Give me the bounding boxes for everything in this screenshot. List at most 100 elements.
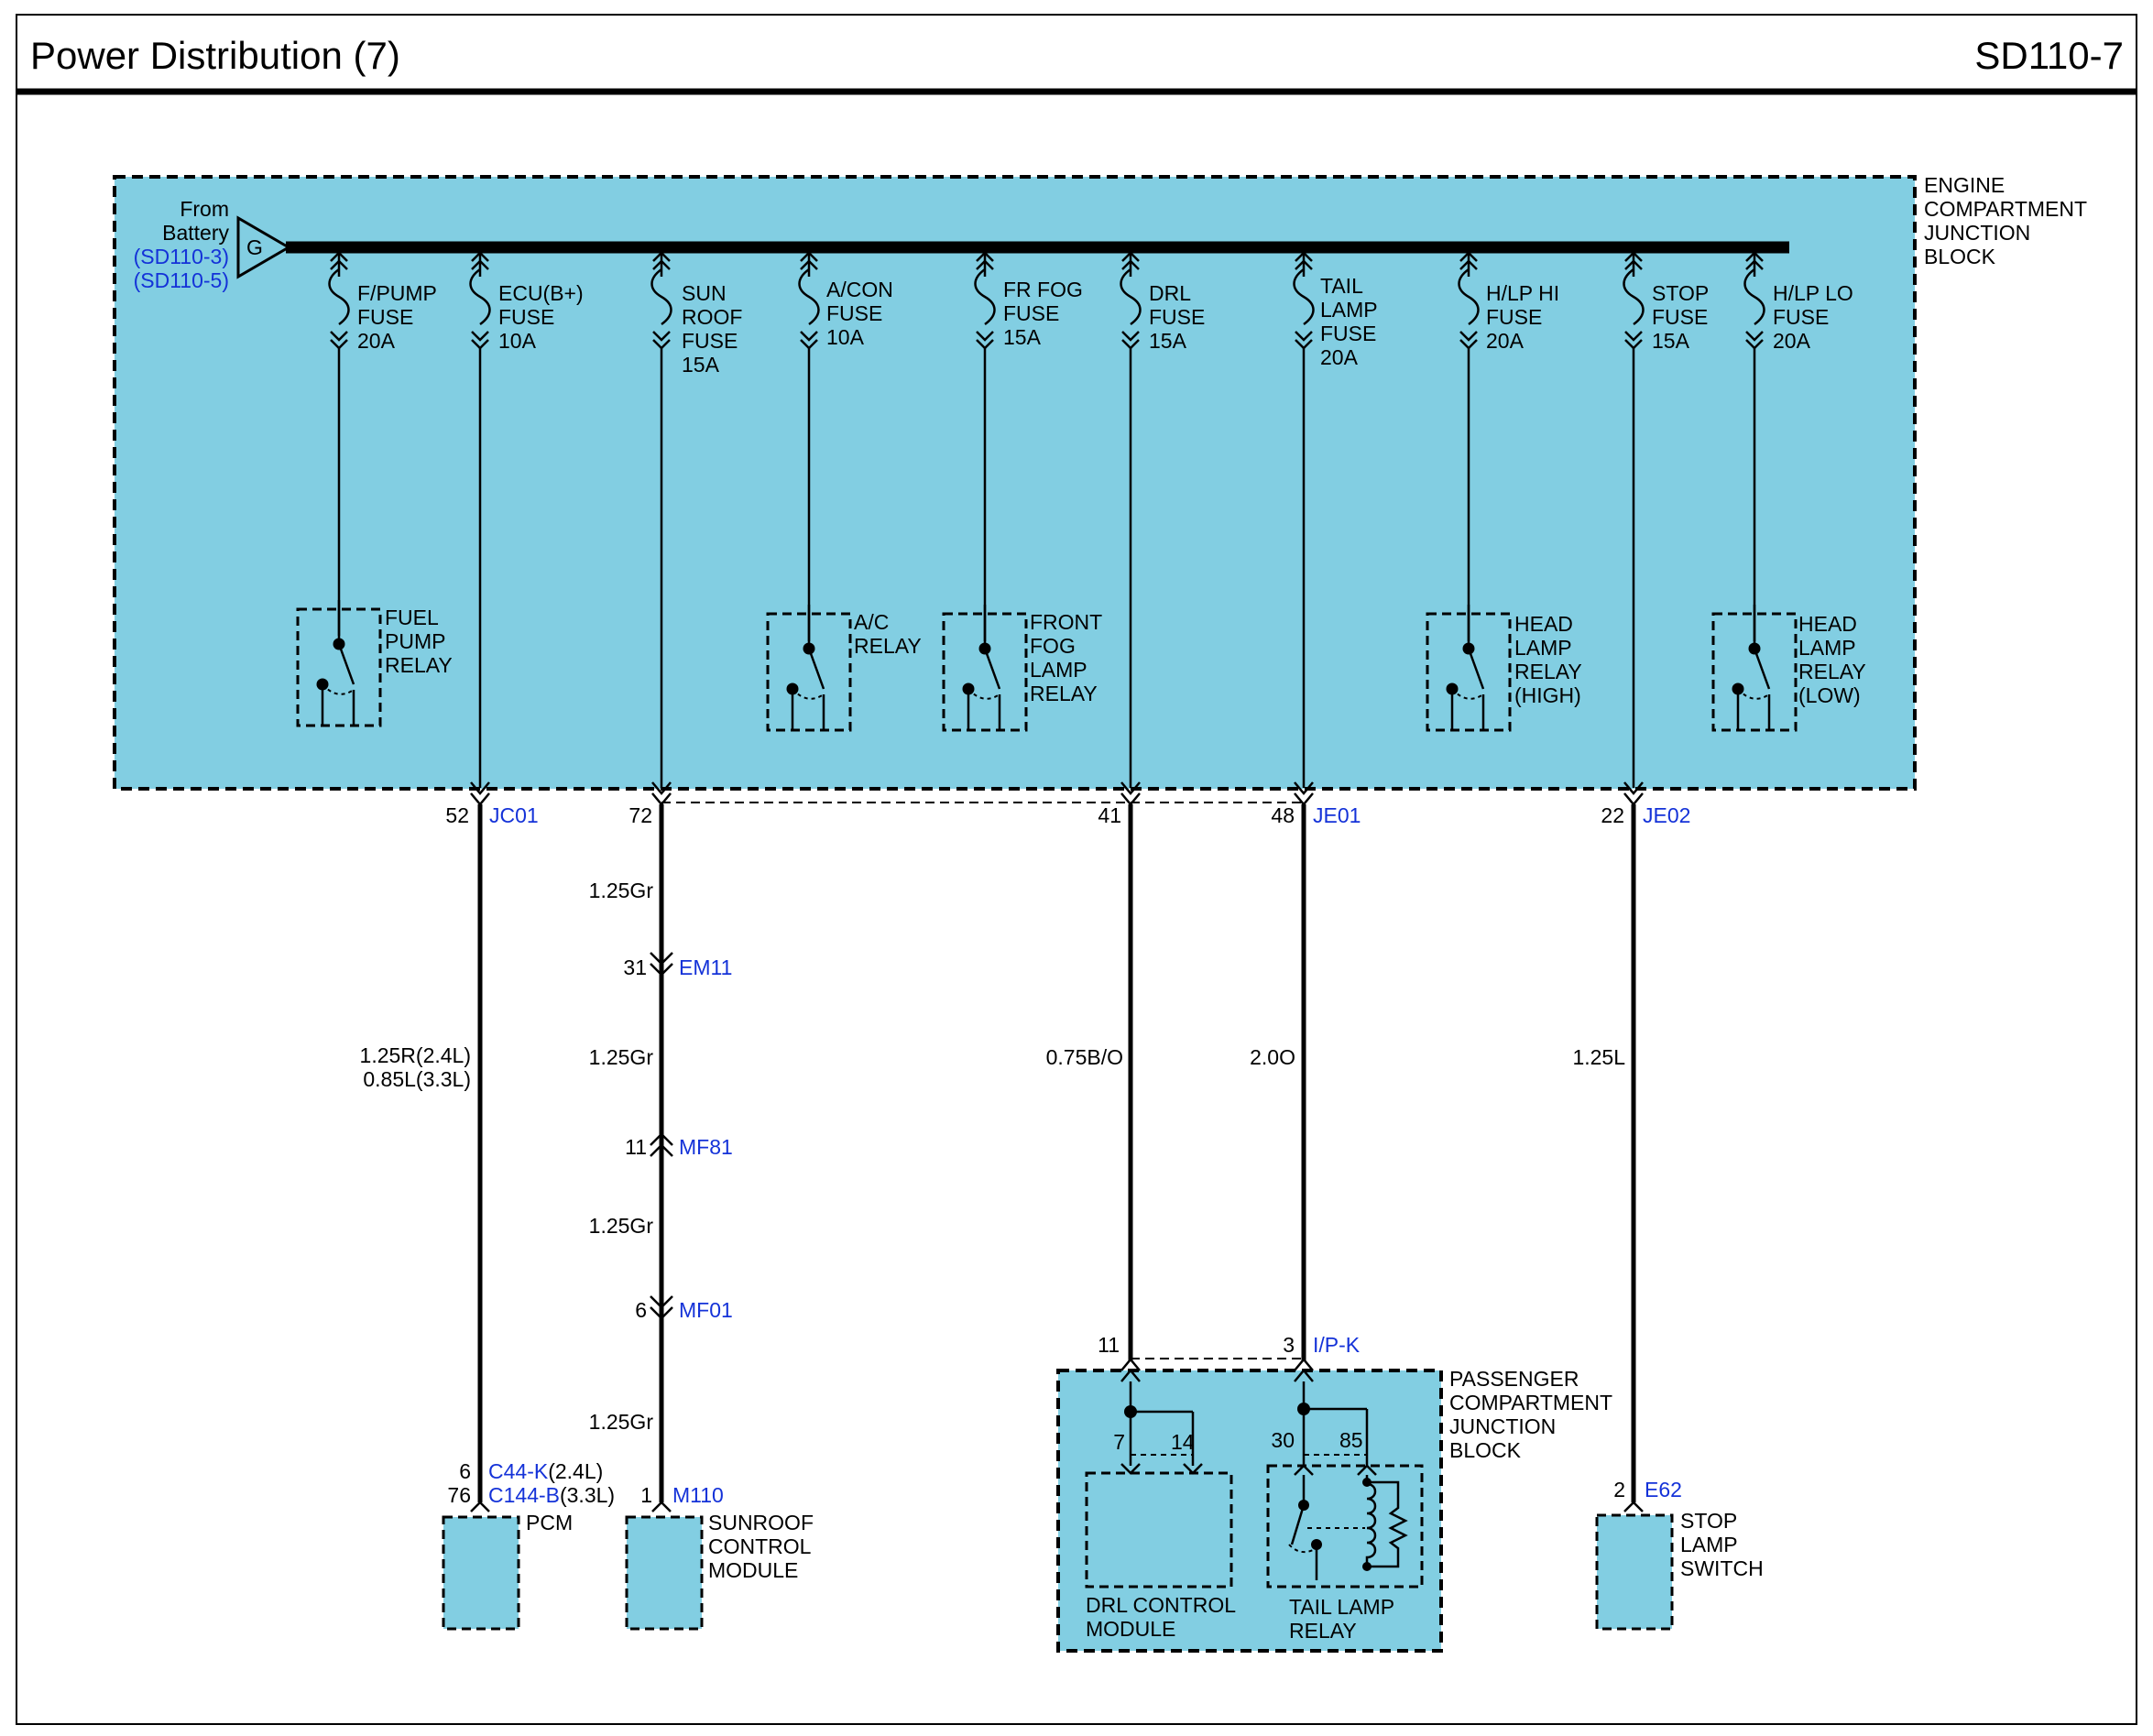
source-ref-sd110-5[interactable]: (SD110-5)	[134, 268, 229, 292]
connector-jc01[interactable]: JC01	[489, 803, 539, 827]
inline-connector-em11-marker	[650, 952, 673, 977]
pin-je02-22: 22	[1601, 803, 1624, 827]
wire-stop-spec: 1.25L	[1572, 1045, 1625, 1069]
inline-mf81-pin: 11	[625, 1135, 647, 1159]
fuse-sunroof-label: SUN ROOF FUSE 15A	[682, 281, 749, 377]
inline-connector-mf81[interactable]: MF81	[679, 1135, 733, 1159]
pcm-connector-c144b[interactable]: C144-B(3.3L)	[488, 1483, 615, 1507]
pin-41: 41	[1098, 803, 1121, 827]
fuse-acon: A/CON FUSE 10A	[798, 251, 899, 641]
tail-relay-pivot	[1298, 1500, 1309, 1511]
inline-em11-pin: 31	[623, 955, 647, 979]
relay-front-fog-label: FRONT FOG LAMP RELAY	[1030, 610, 1108, 705]
engine-junction-block	[113, 175, 1917, 791]
pcm-label: PCM	[526, 1511, 573, 1534]
relay-fuel-pump-label: FUEL PUMP RELAY	[385, 606, 453, 677]
source-battery-label: Battery	[162, 221, 229, 245]
sunroof-pin-1: 1	[640, 1483, 652, 1507]
source-ref-sd110-3[interactable]: (SD110-3)	[134, 245, 229, 268]
passenger-in-markers	[1120, 1358, 1314, 1382]
engine-block-label: ENGINE COMPARTMENT JUNCTION BLOCK	[1924, 173, 2093, 268]
relay-headlamp-low-label: HEAD LAMP RELAY (LOW)	[1798, 612, 1872, 707]
sunroof-connector-m110[interactable]: M110	[672, 1483, 724, 1507]
pcm-pin-6: 6	[459, 1459, 471, 1483]
stop-connector-e62[interactable]: E62	[1645, 1478, 1682, 1501]
wire-sunroof-spec-1: 1.25Gr	[589, 879, 654, 902]
inline-mf01-pin: 6	[635, 1298, 647, 1322]
stop-connector-marker	[1623, 1501, 1644, 1512]
relay-fuel-pump: FUEL PUMP RELAY	[296, 598, 453, 727]
passenger-pin-3: 3	[1283, 1333, 1295, 1357]
wire-sunroof-spec-3: 1.25Gr	[589, 1214, 654, 1238]
tail-relay-contacts	[1288, 1475, 1408, 1580]
fuse-tail-label: TAIL LAMP FUSE 20A	[1320, 274, 1383, 369]
wire-sunroof-spec-2: 1.25Gr	[589, 1045, 654, 1069]
inline-connector-mf01-marker	[650, 1295, 673, 1320]
relay-headlamp-high: HEAD LAMP RELAY (HIGH)	[1426, 603, 1588, 732]
fuse-drl-label: DRL FUSE 15A	[1149, 281, 1211, 353]
battery-connector-label: G	[246, 235, 263, 259]
fuse-stop-label: STOP FUSE 15A	[1652, 281, 1714, 353]
inline-connector-mf81-marker	[650, 1132, 673, 1157]
pin-jc01-52: 52	[445, 803, 469, 827]
inline-connector-em11[interactable]: EM11	[679, 955, 732, 979]
inline-connector-mf01[interactable]: MF01	[679, 1298, 733, 1322]
sunroof-connector-marker	[651, 1501, 672, 1512]
passenger-block-label: PASSENGER COMPARTMENT JUNCTION BLOCK	[1449, 1367, 1618, 1462]
pcm-component	[442, 1515, 520, 1631]
sunroof-module-label: SUNROOF CONTROL MODULE	[708, 1511, 819, 1582]
fuse-frfog-label: FR FOG FUSE 15A	[1003, 278, 1088, 349]
fuse-acon-label: A/CON FUSE 10A	[826, 278, 899, 349]
pcm-connector-marker	[470, 1501, 490, 1512]
fuse-fpump-label: F/PUMP FUSE 20A	[357, 281, 443, 353]
wire-pcm-spec-1: 1.25R(2.4L)	[360, 1043, 471, 1067]
connector-je02[interactable]: JE02	[1643, 803, 1690, 827]
fuse-tail: TAIL LAMP FUSE 20A	[1293, 251, 1383, 788]
tail-split-node	[1297, 1403, 1310, 1415]
wire-tail-spec: 2.0O	[1250, 1045, 1295, 1069]
tail-relay-coil-node-bottom	[1362, 1562, 1372, 1571]
passenger-junction-block	[1056, 1369, 1443, 1653]
sunroof-control-module	[625, 1515, 704, 1631]
fuse-hlp-hi: H/LP HI FUSE 20A	[1458, 251, 1566, 641]
fuse-stop: STOP FUSE 15A	[1623, 251, 1714, 788]
page-title: Power Distribution (7)	[30, 34, 400, 77]
tail-lamp-relay	[1266, 1464, 1424, 1589]
page-code: SD110-7	[1974, 34, 2124, 77]
relay-headlamp-low: HEAD LAMP RELAY (LOW)	[1711, 603, 1872, 732]
tail-split	[1294, 1381, 1377, 1476]
wire-sunroof-spec-4: 1.25Gr	[589, 1410, 654, 1434]
pin-72: 72	[628, 803, 652, 827]
relay-ac-label: A/C RELAY	[854, 610, 922, 658]
page-frame	[16, 14, 2137, 1725]
tail-lamp-relay-label: TAIL LAMP RELAY	[1289, 1595, 1400, 1643]
relay-headlamp-high-label: HEAD LAMP RELAY (HIGH)	[1514, 612, 1588, 707]
fuse-sunroof: SUN ROOF FUSE 15A	[650, 251, 749, 788]
connector-je01[interactable]: JE01	[1313, 803, 1361, 827]
stop-lamp-switch-label: STOP LAMP SWITCH	[1680, 1509, 1764, 1580]
drl-control-module-label: DRL CONTROL MODULE	[1086, 1593, 1241, 1641]
fuse-frfog: FR FOG FUSE 15A	[974, 251, 1088, 641]
wire-drl-spec: 0.75B/O	[1046, 1045, 1123, 1069]
fuse-ecu-label: ECU(B+) FUSE 10A	[498, 281, 589, 353]
tail-relay-pin-85: 85	[1339, 1428, 1363, 1452]
fuse-hlp-hi-label: H/LP HI FUSE 20A	[1486, 281, 1566, 353]
drl-control-module	[1085, 1471, 1233, 1589]
relay-front-fog: FRONT FOG LAMP RELAY	[942, 603, 1108, 732]
relay-ac: A/C RELAY	[766, 603, 922, 732]
fuse-fpump: F/PUMP FUSE 20A	[328, 251, 443, 636]
stop-lamp-switch	[1595, 1513, 1674, 1631]
drl-pin-7: 7	[1113, 1430, 1125, 1454]
source-from-label: From	[180, 197, 229, 221]
wire-pcm-spec-2: 0.85L(3.3L)	[363, 1067, 471, 1091]
tail-relay-contact	[1311, 1539, 1322, 1550]
drl-split-node	[1124, 1405, 1137, 1418]
tail-relay-coil-node-top	[1362, 1478, 1372, 1487]
pcm-connector-c44k[interactable]: C44-K(2.4L)	[488, 1459, 603, 1483]
fuse-drl: DRL FUSE 15A	[1120, 251, 1211, 788]
passenger-pin-11: 11	[1098, 1333, 1120, 1357]
passenger-connector-ipk[interactable]: I/P-K	[1313, 1333, 1361, 1357]
stop-pin-2: 2	[1613, 1478, 1625, 1501]
tail-relay-pin-30: 30	[1271, 1428, 1295, 1452]
